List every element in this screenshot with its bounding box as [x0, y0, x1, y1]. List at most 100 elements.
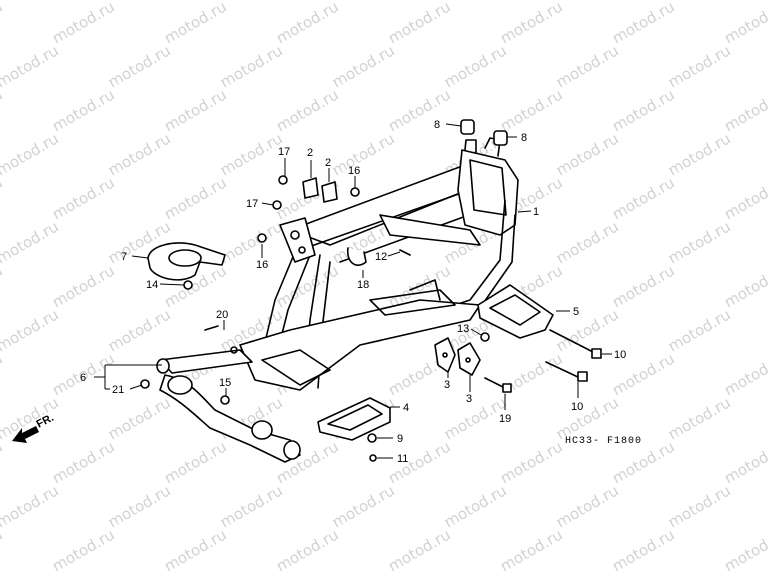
- watermark-text: motod.ru: [49, 0, 118, 47]
- callout-12: 12: [375, 251, 387, 263]
- watermark-text: motod.ru: [273, 525, 342, 575]
- callout-10: 10: [571, 401, 583, 413]
- watermark-text: motod.ru: [217, 481, 286, 531]
- watermark-text: motod.ru: [0, 217, 62, 267]
- watermark-text: motod.ru: [105, 129, 174, 179]
- watermark-text: motod.ru: [0, 349, 6, 399]
- watermark-text: motod.ru: [217, 217, 286, 267]
- callout-20: 20: [216, 309, 228, 321]
- watermark-text: motod.ru: [217, 0, 286, 3]
- watermark-text: motod.ru: [665, 0, 734, 3]
- watermark-text: motod.ru: [49, 173, 118, 223]
- callout-11: 11: [397, 453, 408, 465]
- watermark-text: motod.ru: [665, 41, 734, 91]
- watermark-text: motod.ru: [329, 41, 398, 91]
- watermark-text: motod.ru: [721, 85, 768, 135]
- watermark-text: motod.ru: [721, 349, 768, 399]
- watermark-text: motod.ru: [553, 129, 622, 179]
- callout-18: 18: [357, 279, 369, 291]
- watermark-text: motod.ru: [217, 41, 286, 91]
- watermark-text: motod.ru: [49, 85, 118, 135]
- watermark-text: motod.ru: [0, 41, 62, 91]
- watermark-text: motod.ru: [553, 217, 622, 267]
- watermark-text: motod.ru: [49, 525, 118, 575]
- watermark-text: motod.ru: [161, 85, 230, 135]
- watermark-text: motod.ru: [0, 0, 62, 3]
- watermark-text: motod.ru: [609, 525, 678, 575]
- callout-5: 5: [573, 306, 579, 318]
- watermark-text: motod.ru: [721, 0, 768, 47]
- watermark-text: motod.ru: [497, 525, 566, 575]
- callout-7: 7: [121, 251, 127, 263]
- callout-17: 17: [278, 146, 290, 158]
- watermark-text: motod.ru: [665, 129, 734, 179]
- watermark-text: motod.ru: [609, 173, 678, 223]
- watermark-text: motod.ru: [553, 41, 622, 91]
- watermark-text: motod.ru: [497, 85, 566, 135]
- watermark-text: motod.ru: [665, 217, 734, 267]
- callout-4: 4: [403, 402, 409, 414]
- watermark-text: motod.ru: [329, 129, 398, 179]
- callout-3: 3: [466, 393, 472, 405]
- callout-2: 2: [307, 147, 313, 159]
- callout-13: 13: [457, 323, 469, 335]
- callout-21: 21: [112, 384, 124, 396]
- watermark-text: motod.ru: [0, 0, 6, 47]
- watermark-text: motod.ru: [273, 0, 342, 47]
- diagram-code: HC33- F1800: [565, 436, 642, 447]
- callout-8: 8: [521, 132, 527, 144]
- watermark-text: motod.ru: [105, 0, 174, 3]
- watermark-text: motod.ru: [0, 525, 6, 575]
- watermark-text: motod.ru: [609, 85, 678, 135]
- watermark-text: motod.ru: [553, 481, 622, 531]
- watermark-text: motod.ru: [49, 261, 118, 311]
- watermark-text: motod.ru: [441, 481, 510, 531]
- callout-3: 3: [444, 379, 450, 391]
- frame-body-drawing: [140, 119, 602, 463]
- watermark-text: motod.ru: [441, 0, 510, 3]
- watermark-text: motod.ru: [385, 85, 454, 135]
- callout-19: 19: [499, 413, 511, 425]
- watermark-text: motod.ru: [385, 0, 454, 47]
- watermark-text: motod.ru: [665, 481, 734, 531]
- callout-9: 9: [397, 433, 403, 445]
- watermark-text: motod.ru: [329, 481, 398, 531]
- callout-1: 1: [533, 206, 539, 218]
- watermark-text: motod.ru: [721, 525, 768, 575]
- callout-2: 2: [325, 157, 331, 169]
- callout-labels: 8 8 1 2 2 17 17 16 16 7 14 12 18 5 13 3 …: [80, 119, 626, 465]
- watermark-text: motod.ru: [105, 305, 174, 355]
- callout-14: 14: [146, 279, 158, 291]
- watermark-text: motod.ru: [105, 481, 174, 531]
- watermark-text: motod.ru: [497, 437, 566, 487]
- watermark-text: motod.ru: [0, 481, 62, 531]
- watermark-text: motod.ru: [217, 129, 286, 179]
- callout-17: 17: [246, 198, 258, 210]
- watermark-text: motod.ru: [273, 85, 342, 135]
- watermark-text: motod.ru: [161, 437, 230, 487]
- watermark-text: motod.ru: [0, 173, 6, 223]
- watermark-text: motod.ru: [105, 393, 174, 443]
- watermark-text: motod.ru: [0, 129, 62, 179]
- watermark-text: motod.ru: [385, 525, 454, 575]
- callout-10: 10: [614, 349, 626, 361]
- watermark-text: motod.ru: [553, 305, 622, 355]
- watermark-text: motod.ru: [441, 41, 510, 91]
- watermark-text: motod.ru: [0, 305, 62, 355]
- callout-16: 16: [256, 259, 268, 271]
- watermark-text: motod.ru: [721, 261, 768, 311]
- watermark-text: motod.ru: [49, 437, 118, 487]
- callout-6: 6: [80, 372, 86, 384]
- watermark-text: motod.ru: [0, 85, 6, 135]
- watermark-text: motod.ru: [497, 0, 566, 47]
- watermark-text: motod.ru: [609, 0, 678, 47]
- watermark-text: motod.ru: [385, 437, 454, 487]
- front-arrow-icon: [12, 426, 39, 443]
- watermark-text: motod.ru: [0, 261, 6, 311]
- watermark-text: motod.ru: [161, 0, 230, 47]
- watermark-text: motod.ru: [273, 261, 342, 311]
- watermark-text: motod.ru: [609, 261, 678, 311]
- watermark-text: motod.ru: [161, 525, 230, 575]
